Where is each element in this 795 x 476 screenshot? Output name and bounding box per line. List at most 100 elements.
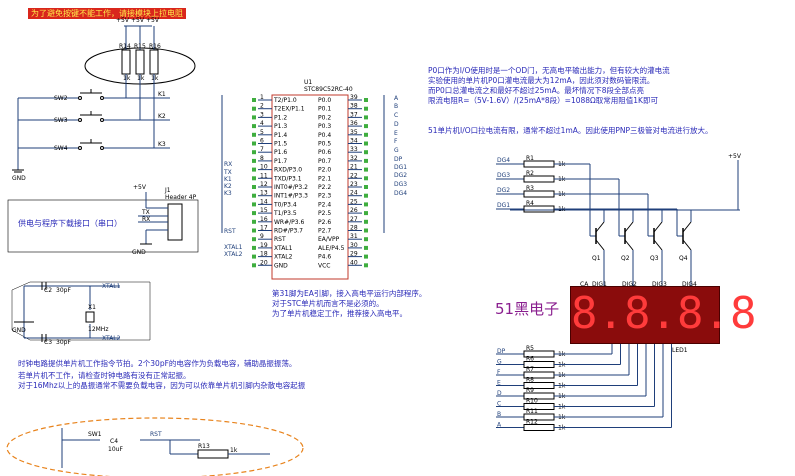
driver-res-ref: R2 bbox=[526, 170, 534, 177]
pin-marker bbox=[252, 245, 256, 250]
driver-res-ref: R1 bbox=[526, 155, 534, 162]
pin-marker bbox=[364, 106, 368, 111]
mcu-pin-name: XTAL2 bbox=[274, 254, 293, 261]
pin-marker bbox=[364, 158, 368, 163]
header-name: Header 4P bbox=[165, 194, 197, 201]
p1-note: 51单片机I/O口拉电流有限，通常不超过1mA。因此使用PNP三极管对电流进行放… bbox=[428, 126, 713, 135]
segment-net: D bbox=[497, 390, 502, 397]
pin-marker bbox=[364, 150, 368, 155]
mcu-pin-name: VCC bbox=[318, 262, 330, 269]
brand-label: 51黑电子 bbox=[495, 300, 560, 318]
driver-net: DG3 bbox=[497, 172, 510, 179]
mcu-pin-num: 16 bbox=[260, 216, 268, 223]
mcu-pin-name: P4.6 bbox=[318, 254, 331, 261]
net-label: C bbox=[394, 112, 398, 119]
reset-res: R13 bbox=[198, 443, 210, 450]
mcu-pin-name: T2EX/P1.1 bbox=[273, 106, 305, 113]
pin-marker bbox=[364, 237, 368, 242]
mcu-pin-name: P2.4 bbox=[318, 201, 331, 208]
clock-note: 时钟电路提供单片机工作指令节拍。2个30pF的电容作为负载电容，辅助晶振振荡。 … bbox=[18, 358, 306, 390]
gnd-label: GND bbox=[132, 249, 146, 256]
mcu-pin-num: 5 bbox=[260, 129, 264, 136]
display-label: DIG4 bbox=[682, 281, 697, 288]
mcu-pin-num: 1 bbox=[260, 94, 264, 101]
segment-net: B bbox=[497, 411, 501, 418]
mcu-pin-name: P1.3 bbox=[274, 123, 287, 130]
res-r14: R14 bbox=[119, 43, 131, 50]
mcu-pin-num: 27 bbox=[350, 216, 358, 223]
mcu-pin-name: TXD/P3.1 bbox=[273, 175, 302, 182]
res-value: 1k bbox=[137, 75, 145, 82]
res-r15: R15 bbox=[134, 43, 146, 50]
pin-marker bbox=[364, 193, 368, 198]
mcu-pin-num: 23 bbox=[350, 181, 358, 188]
mcu-pin-num: 2 bbox=[260, 103, 264, 110]
transistor-ref: Q2 bbox=[621, 255, 630, 262]
mcu-pin-num: 35 bbox=[350, 129, 358, 136]
switch-sw2: SW2 bbox=[54, 95, 68, 102]
mcu-pin-name: P0.3 bbox=[318, 123, 331, 130]
vcc-label: +5V bbox=[146, 17, 160, 24]
pin-marker bbox=[252, 211, 256, 216]
mcu-pin-num: 30 bbox=[350, 242, 358, 249]
mcu-pin-name: EA/VPP bbox=[318, 236, 340, 243]
mcu-pin-num: 36 bbox=[350, 120, 358, 127]
mcu-pin-name: P2.7 bbox=[318, 228, 331, 235]
mcu-pin-name: P2.1 bbox=[318, 175, 331, 182]
driver-net: DG4 bbox=[497, 157, 510, 164]
vcc-label: +5V bbox=[116, 17, 130, 24]
cap-c2: C2 bbox=[44, 287, 52, 294]
mcu-pin-name: P1.4 bbox=[274, 132, 287, 139]
mcu-pin-num: 39 bbox=[350, 94, 358, 101]
mcu-pin-num: 31 bbox=[350, 233, 358, 240]
ea-note: 第31脚为EA引脚，接入高电平运行内部程序。 对于STC单片机而言不是必须的。 … bbox=[272, 288, 426, 318]
net-label: K3 bbox=[224, 190, 232, 197]
pin-marker bbox=[252, 132, 256, 137]
pin-marker bbox=[364, 98, 368, 102]
pin-marker bbox=[364, 167, 368, 172]
pin-marker bbox=[252, 176, 256, 181]
clock-note-line: 若单片机不工作，请检查时钟电路有没有正常起振。 bbox=[18, 370, 191, 380]
mcu-pin-num: 37 bbox=[350, 111, 358, 118]
cap-c3: C3 bbox=[44, 339, 52, 346]
mcu-pin-name: ALE/P4.5 bbox=[318, 245, 345, 252]
clock-note-line: 时钟电路提供单片机工作指令节拍。2个30pF的电容作为负载电容，辅助晶振振荡。 bbox=[18, 358, 296, 368]
pin-marker bbox=[252, 115, 256, 120]
mcu-pin-num: 26 bbox=[350, 207, 358, 214]
pin-marker bbox=[364, 228, 368, 233]
crystal-circuit: C2 30pF C3 30pF X1 12MHz XTAL1 XTAL2 GND bbox=[11, 281, 151, 346]
segment-res-ref: R8 bbox=[526, 377, 534, 384]
mcu-pin-num: 18 bbox=[260, 251, 268, 258]
mcu-pin-name: RD#/P3.7 bbox=[274, 228, 303, 235]
net-label: G bbox=[394, 147, 399, 154]
mcu-pin-name: RST bbox=[274, 236, 286, 243]
driver-res-ref: R4 bbox=[526, 200, 534, 207]
p0-note-line: 而P0口总灌电流之和最好不超过25mA。最坏情况下8段全部点亮 bbox=[428, 86, 645, 95]
net-label: RX bbox=[224, 161, 232, 168]
mcu-pin-name: P1.6 bbox=[274, 149, 287, 156]
res-value: 1k bbox=[123, 75, 131, 82]
res-r16: R16 bbox=[149, 43, 161, 50]
pin-marker bbox=[252, 193, 256, 198]
pin-marker bbox=[252, 228, 256, 233]
mcu-pin-name: XTAL1 bbox=[274, 245, 293, 252]
mcu-pin-num: 21 bbox=[350, 164, 358, 171]
mcu-pin-name: P0.0 bbox=[318, 97, 331, 104]
pin-marker bbox=[364, 185, 368, 189]
res-value: 1k bbox=[151, 75, 159, 82]
mcu-pin-num: 12 bbox=[260, 181, 268, 188]
gnd-label: GND bbox=[12, 327, 26, 334]
mcu-pin-num: 22 bbox=[350, 172, 358, 179]
net-label: F bbox=[394, 138, 398, 145]
net-label: TX bbox=[223, 169, 232, 176]
mcu-pin-num: 25 bbox=[350, 198, 358, 205]
mcu-pin-name: INT0#/P3.2 bbox=[274, 184, 308, 191]
net-rst: RST bbox=[150, 431, 162, 438]
clock-note-line: 对于16Mhz以上的晶振通常不需要负载电容，因为可以依靠单片机引脚内杂散电容起振 bbox=[18, 380, 306, 390]
vcc-label: +5V bbox=[728, 153, 742, 160]
xtal-ref: X1 bbox=[88, 304, 96, 311]
mcu-pin-num: 4 bbox=[260, 120, 264, 127]
switch-sw3: SW3 bbox=[54, 117, 68, 124]
